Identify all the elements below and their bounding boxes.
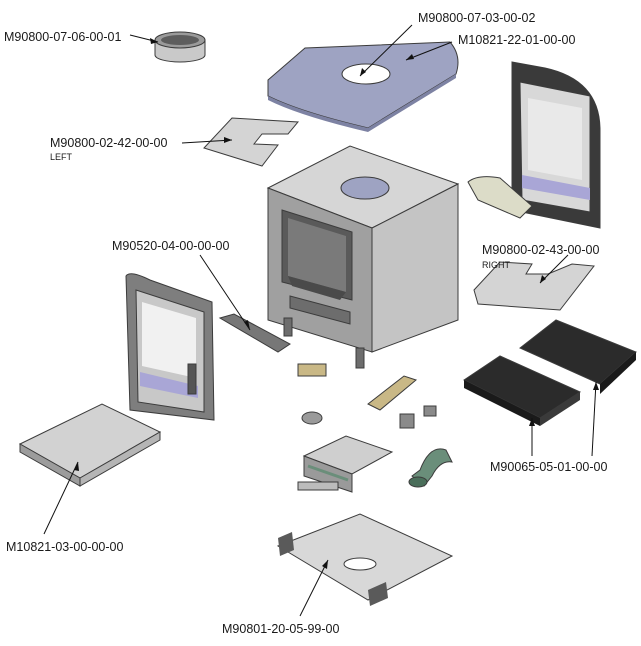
label-base-plate: M90801-20-05-99-00 bbox=[222, 622, 339, 636]
grate-panel-lower bbox=[463, 355, 582, 426]
flue-collar-part bbox=[154, 31, 206, 63]
label-baffle-plate: M90800-07-03-00-02 bbox=[418, 11, 535, 25]
label-ash-pan: M10821-03-00-00-00 bbox=[6, 540, 123, 554]
air-control-assembly-part bbox=[297, 435, 394, 493]
label-flue-collar: M90800-07-06-00-01 bbox=[4, 30, 121, 44]
label-grate-panels: M90065-05-01-00-00 bbox=[490, 460, 607, 474]
handle-bar-part bbox=[467, 176, 533, 219]
ash-pan-part bbox=[18, 403, 162, 487]
label-top-plate: M10821-22-01-00-00 bbox=[458, 33, 575, 47]
label-side-plate-right: M90800-02-43-00-00 bbox=[482, 243, 599, 257]
small-fitting-part bbox=[301, 405, 437, 429]
label-side-plate-right-note: RIGHT bbox=[482, 260, 511, 270]
leader-arrowheads bbox=[74, 38, 599, 569]
door-handle-part bbox=[218, 313, 291, 353]
top-plate-part bbox=[267, 41, 459, 132]
grate-panel-upper bbox=[519, 319, 637, 394]
tan-block-small bbox=[297, 363, 327, 377]
side-plate-left-part bbox=[203, 117, 300, 167]
label-door-handle: M90520-04-00-00-00 bbox=[112, 239, 229, 253]
label-side-plate-left: M90800-02-42-00-00 bbox=[50, 136, 167, 150]
base-plate-part bbox=[276, 513, 454, 606]
label-side-plate-left-note: LEFT bbox=[50, 152, 73, 162]
tan-block-long bbox=[367, 375, 418, 411]
door-frame-right-part bbox=[511, 61, 601, 229]
side-plate-right-part bbox=[473, 261, 595, 311]
stove-body-part bbox=[266, 145, 460, 369]
front-door-part bbox=[125, 273, 215, 421]
elbow-pipe-part bbox=[408, 448, 453, 488]
